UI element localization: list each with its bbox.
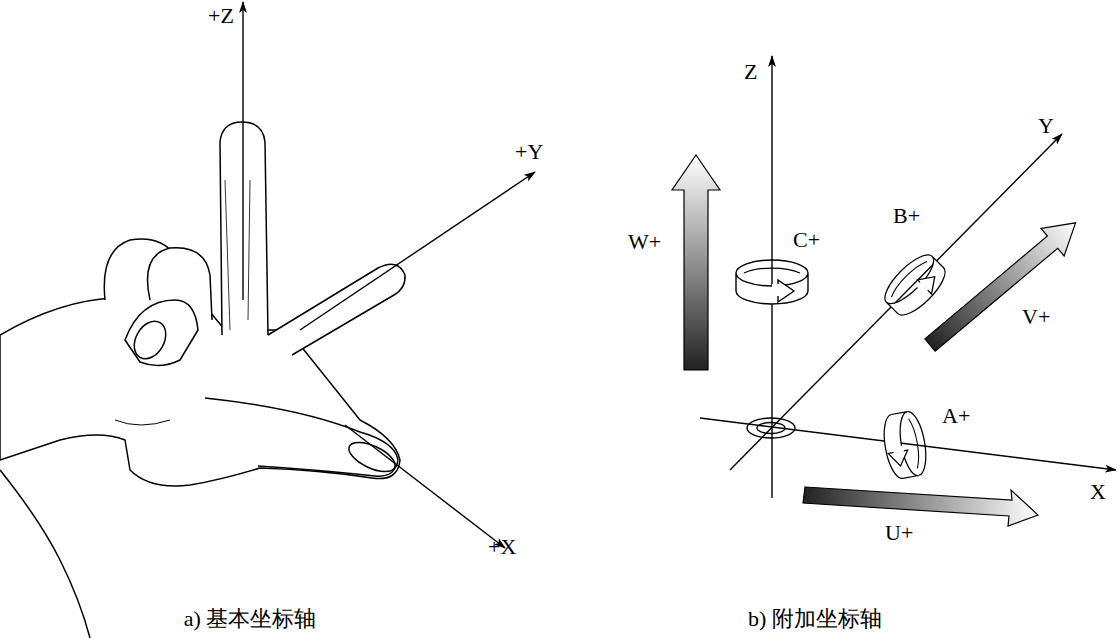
u-arrow	[803, 487, 1038, 526]
additional-axes	[700, 56, 1116, 498]
axis-label: +Z	[208, 4, 234, 28]
sub-caption: b) 附加坐标轴	[748, 607, 882, 631]
right-hand	[0, 122, 405, 638]
axis-label: W+	[628, 230, 661, 254]
axis-label: +X	[488, 535, 516, 559]
axis-label: A+	[942, 404, 970, 428]
axis-label: Z	[744, 60, 757, 84]
axis-label: U+	[885, 521, 913, 545]
w-arrow	[672, 155, 720, 370]
v-arrow	[918, 209, 1087, 359]
sub-caption: a) 基本坐标轴	[184, 607, 317, 631]
axis-label: B+	[893, 204, 920, 228]
axis-label: V+	[1022, 305, 1050, 329]
axis-label: Y	[1038, 114, 1054, 138]
axis-label: +Y	[515, 140, 543, 164]
basic-axes	[243, 2, 535, 548]
axis-label: C+	[793, 228, 820, 252]
b-rotation	[878, 248, 952, 322]
a-rotation	[880, 410, 930, 481]
axis-label: X	[1090, 480, 1106, 504]
c-rotation	[736, 260, 808, 304]
